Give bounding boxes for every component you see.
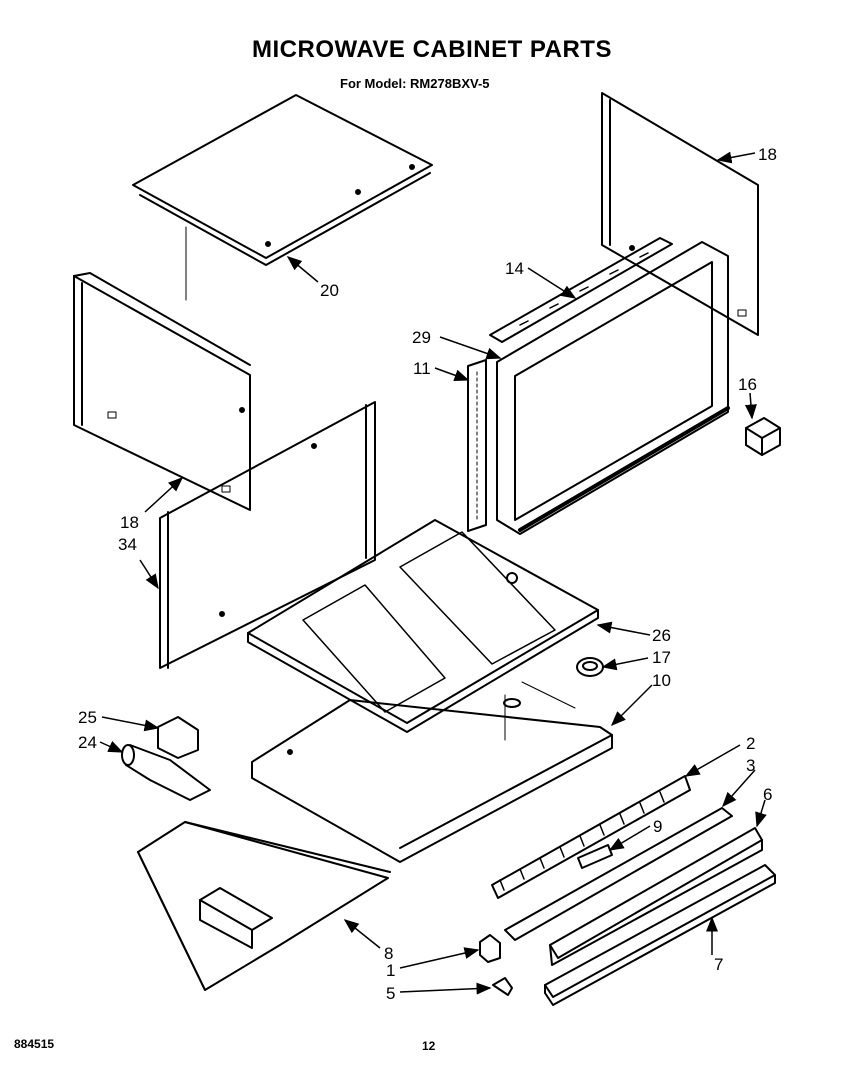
callout-3: 3 xyxy=(746,756,755,775)
callout-7: 7 xyxy=(714,955,723,974)
part-3-strip xyxy=(504,807,733,941)
leader-1 xyxy=(399,947,480,969)
callout-25: 25 xyxy=(78,708,97,727)
callout-29: 29 xyxy=(412,328,431,347)
leader-9 xyxy=(608,825,651,851)
leader-16 xyxy=(744,392,757,420)
callout-2: 2 xyxy=(746,734,755,753)
leader-18-left xyxy=(144,476,184,513)
callout-9: 9 xyxy=(653,817,662,836)
callout-14: 14 xyxy=(505,259,524,278)
leader-20 xyxy=(286,256,319,283)
leader-14 xyxy=(527,267,577,299)
diagram-code: 884515 xyxy=(14,1037,55,1051)
callout-18-right: 18 xyxy=(758,145,777,164)
leader-5 xyxy=(399,982,492,995)
leader-26 xyxy=(596,621,651,636)
part-16-bracket xyxy=(745,417,781,456)
leader-17 xyxy=(601,657,649,671)
callout-8: 8 xyxy=(384,944,393,963)
page-title: MICROWAVE CABINET PARTS xyxy=(252,36,612,63)
part-24-duct xyxy=(121,744,211,801)
part-20-top-panel xyxy=(132,94,433,301)
part-11-vertical-strip xyxy=(467,359,487,532)
part-14-vent-strip xyxy=(489,237,673,343)
part-7-bottom-trim xyxy=(544,864,776,1006)
leader-2 xyxy=(684,744,741,777)
callout-10: 10 xyxy=(652,671,671,690)
callout-16: 16 xyxy=(738,375,757,394)
part-29-front-frame xyxy=(496,241,730,535)
callout-34: 34 xyxy=(118,535,137,554)
callout-11: 11 xyxy=(413,359,431,378)
part-6-front-trim xyxy=(549,827,763,966)
leader-25 xyxy=(101,716,160,732)
callout-18-left: 18 xyxy=(120,513,139,532)
callout-6: 6 xyxy=(763,785,772,804)
leader-8 xyxy=(343,919,381,949)
leader-6 xyxy=(755,799,767,828)
part-17-grommet xyxy=(576,657,604,677)
part-26-plate xyxy=(247,519,599,733)
part-8-bottom-tray xyxy=(137,821,391,991)
callout-26: 26 xyxy=(652,626,671,645)
callout-1: 1 xyxy=(386,961,395,980)
callout-17: 17 xyxy=(652,648,671,667)
leader-24 xyxy=(99,740,124,753)
leader-34 xyxy=(139,559,159,590)
callout-20: 20 xyxy=(320,281,339,300)
part-10-base-pan xyxy=(251,681,613,863)
leader-11 xyxy=(434,367,470,382)
part-34-rear-panel xyxy=(159,401,376,669)
model-subtitle: For Model: RM278BXV-5 xyxy=(340,76,490,91)
leader-10 xyxy=(610,684,653,727)
leader-3 xyxy=(722,769,756,808)
part-18-left-side-panel xyxy=(73,272,251,511)
part-2-grille xyxy=(491,775,691,899)
leader-18-right xyxy=(716,151,756,164)
part-1-clip xyxy=(479,934,501,963)
page-number: 12 xyxy=(422,1039,436,1053)
part-9-latch xyxy=(577,844,613,869)
part-18-right-side-panel xyxy=(601,92,759,336)
part-25-duct-bracket xyxy=(157,716,199,759)
callout-24: 24 xyxy=(78,733,97,752)
callout-5: 5 xyxy=(386,984,395,1003)
leader-29 xyxy=(439,336,502,360)
part-5-clip xyxy=(492,977,513,996)
